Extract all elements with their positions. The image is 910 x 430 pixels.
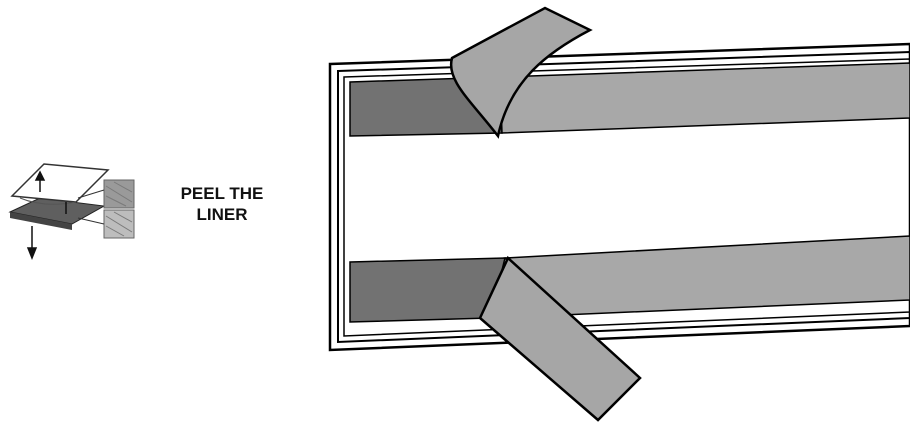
peel-apart-icon: [8, 163, 135, 261]
instruction-line-1: PEEL THE: [180, 184, 264, 203]
top-peeled-flap: [449, 6, 593, 139]
peel-instruction-label: PEEL THE LINER: [166, 183, 278, 225]
panel-inner-frame: [343, 58, 910, 337]
instruction-line-2: LINER: [196, 205, 248, 224]
panel-mid-frame: [337, 50, 910, 344]
bottom-peeled-flap: [478, 255, 642, 422]
